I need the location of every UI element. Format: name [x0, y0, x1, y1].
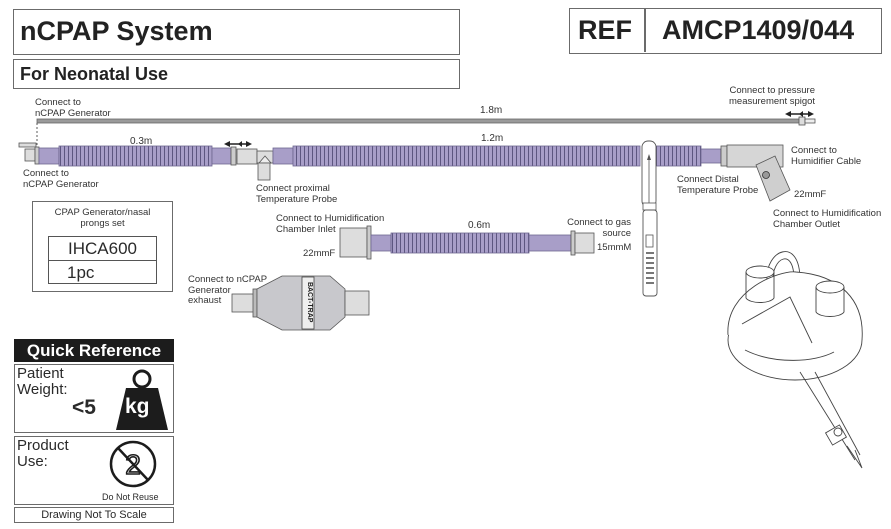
patient-weight-unit: kg [125, 395, 150, 418]
ref-box: REF AMCP1409/044 [569, 8, 882, 54]
filter-brand: BACT-TRAP [306, 282, 313, 323]
proximal-probe-port [236, 148, 274, 181]
generator-connector [18, 142, 40, 165]
label-inlet-tube-length: 0.6m [468, 220, 491, 231]
quick-reference-title: Quick Reference [14, 339, 174, 362]
weight-kg-icon [116, 369, 168, 430]
do-not-reuse-icon: 2 [109, 440, 157, 488]
ref-label: REF [578, 15, 632, 45]
double-arrow-icon [224, 141, 252, 147]
subtitle-box: For Neonatal Use [13, 59, 460, 89]
tube-1.2m [272, 145, 722, 167]
generator-set-table: IHCA600 1pc [48, 236, 157, 284]
label-inlet-size: 22mmF [303, 248, 336, 259]
generator-set-qty: 1pc [67, 263, 95, 282]
label-gas-size: 15mmM [597, 242, 632, 253]
ref-divider [644, 9, 646, 52]
drawing-scale-text: Drawing Not To Scale [41, 509, 147, 521]
bacterial-filter: BACT-TRAP [231, 275, 370, 331]
title-box: nCPAP System [13, 9, 460, 55]
do-not-reuse-caption: Do Not Reuse [102, 492, 159, 502]
double-arrow-icon [785, 111, 814, 117]
drawing-scale-note: Drawing Not To Scale [14, 507, 174, 523]
generator-set-code: IHCA600 [49, 237, 156, 261]
tube-0.3m [38, 145, 237, 167]
page-subtitle: For Neonatal Use [20, 64, 169, 84]
label-outlet-size: 22mmF [794, 189, 827, 200]
label-long-tube-length: 1.2m [481, 133, 504, 144]
label-pressure-length: 1.8m [480, 105, 503, 116]
pressure-line [36, 116, 816, 148]
page-title: nCPAP System [20, 16, 213, 46]
temperature-probe [641, 140, 658, 297]
tube-0.6m [339, 225, 595, 260]
humidification-chamber [727, 251, 863, 469]
reuse-number: 2 [125, 449, 141, 480]
label-short-tube-length: 0.3m [130, 136, 153, 147]
humidifier-elbow [720, 144, 791, 202]
ref-code: AMCP1409/044 [662, 15, 855, 45]
patient-weight-value: <5 [72, 396, 96, 419]
